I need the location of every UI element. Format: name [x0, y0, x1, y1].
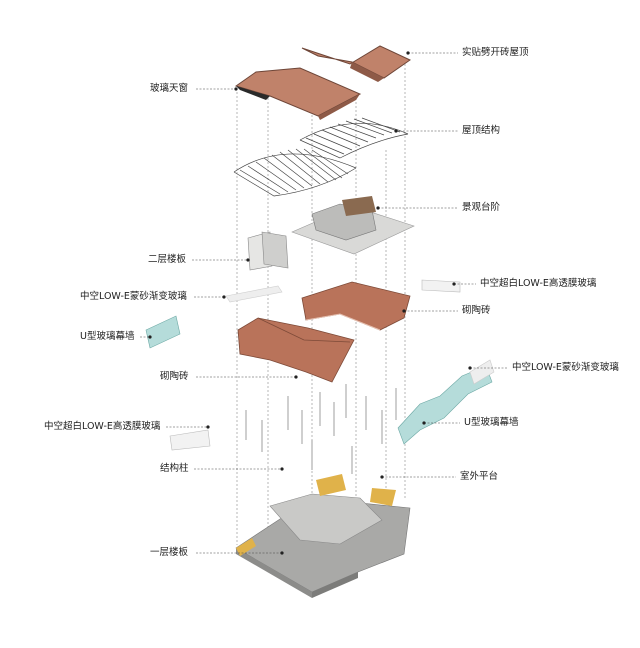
roof-structure	[233, 117, 409, 197]
label-lowe-frosted-gradient-left: 中空LOW-E蒙砂渐变玻璃	[80, 291, 187, 302]
label-lowe-frosted-gradient-right: 中空LOW-E蒙砂渐变玻璃	[512, 362, 619, 373]
brick-wall-layer	[237, 281, 411, 383]
label-glass-skylight: 玻璃天窗	[150, 83, 189, 94]
label-viewing-steps: 景观台阶	[462, 202, 501, 213]
label-u-glass-wall-right: U型玻璃幕墙	[464, 417, 519, 428]
label-terracotta-brick-right: 砌陶砖	[462, 305, 491, 316]
leader-lines	[140, 52, 508, 554]
label-outdoor-platform: 室外平台	[460, 471, 499, 482]
label-structural-column: 结构柱	[160, 463, 189, 474]
ground-floor-slab-model	[235, 474, 411, 598]
label-lowe-clear-glass-upper: 中空超白LOW-E高透膜玻璃	[480, 278, 597, 289]
label-second-floor-slab: 二层楼板	[148, 254, 187, 265]
tile-roof	[234, 45, 412, 120]
label-lowe-clear-glass-lower: 中空超白LOW-E高透膜玻璃	[44, 421, 161, 432]
label-u-glass-wall-left: U型玻璃幕墙	[80, 331, 135, 342]
second-floor-slab-model	[247, 196, 415, 271]
label-ground-floor-slab: 一层楼板	[150, 547, 189, 558]
label-terracotta-brick-left: 砌陶砖	[160, 371, 189, 382]
label-roof-structure: 屋顶结构	[462, 125, 501, 136]
leader-dots	[148, 51, 472, 555]
label-tile-roof: 实贴劈开砖屋顶	[462, 47, 529, 58]
structural-columns	[245, 384, 397, 474]
glass-panels	[145, 279, 495, 451]
